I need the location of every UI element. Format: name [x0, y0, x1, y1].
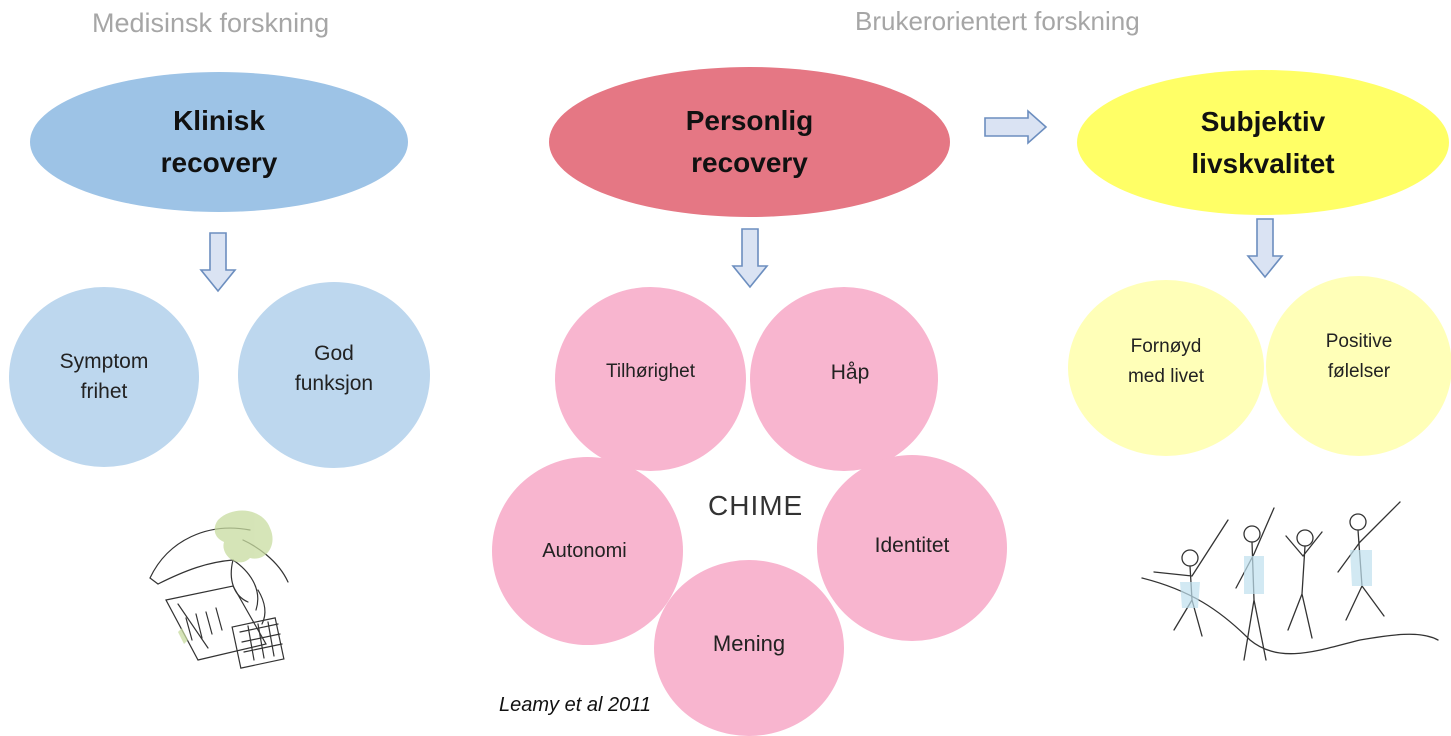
oval-clinical-recovery-label: Klinisk recovery	[160, 105, 278, 178]
circle-satisfied-with-life-label: Fornøyd med livet	[1127, 336, 1205, 387]
citation-text: Leamy et al 2011	[499, 694, 651, 716]
oval-subjective-quality-of-life-label: Subjektiv livskvalitet	[1191, 105, 1335, 179]
header-user-oriented-research: Brukerorientert forskning	[855, 6, 1140, 36]
circle-positive-feelings-label: Positive følelser	[1325, 331, 1393, 382]
person-studying-illustration	[149, 510, 289, 669]
circle-hope: Håp	[750, 287, 938, 471]
circle-empowerment: Autonomi	[492, 457, 683, 645]
circle-meaning-label: Mening	[712, 631, 786, 656]
circle-good-function: God funksjon	[238, 282, 430, 468]
oval-personal-recovery-label: Personlig recovery	[685, 105, 814, 178]
header-medical-research: Medisinsk forskning	[92, 8, 330, 38]
circle-identity-label: Identitet	[874, 534, 950, 557]
down-arrow-icon	[199, 232, 237, 293]
oval-subjective-quality-of-life: Subjektiv livskvalitet	[1077, 70, 1449, 215]
circle-connectedness-label: Tilhørighet	[605, 361, 696, 382]
chime-center-label: CHIME	[708, 490, 804, 521]
circle-good-function-label: God funksjon	[294, 342, 374, 395]
circle-meaning: Mening	[654, 560, 844, 736]
oval-clinical-recovery: Klinisk recovery	[30, 72, 408, 212]
jumping-people-illustration	[1141, 501, 1439, 661]
circle-positive-feelings: Positive følelser	[1266, 276, 1451, 456]
circle-symptom-freedom-label: Symptom frihet	[59, 350, 149, 403]
right-arrow-icon	[984, 109, 1048, 145]
circle-empowerment-label: Autonomi	[542, 540, 627, 562]
oval-personal-recovery: Personlig recovery	[549, 67, 950, 217]
down-arrow-icon	[731, 228, 769, 289]
circle-hope-label: Håp	[830, 361, 870, 384]
down-arrow-icon	[1246, 218, 1284, 279]
circle-symptom-freedom: Symptom frihet	[9, 287, 199, 467]
circle-connectedness: Tilhørighet	[555, 287, 746, 471]
circle-identity: Identitet	[817, 455, 1007, 641]
circle-satisfied-with-life: Fornøyd med livet	[1068, 280, 1264, 456]
